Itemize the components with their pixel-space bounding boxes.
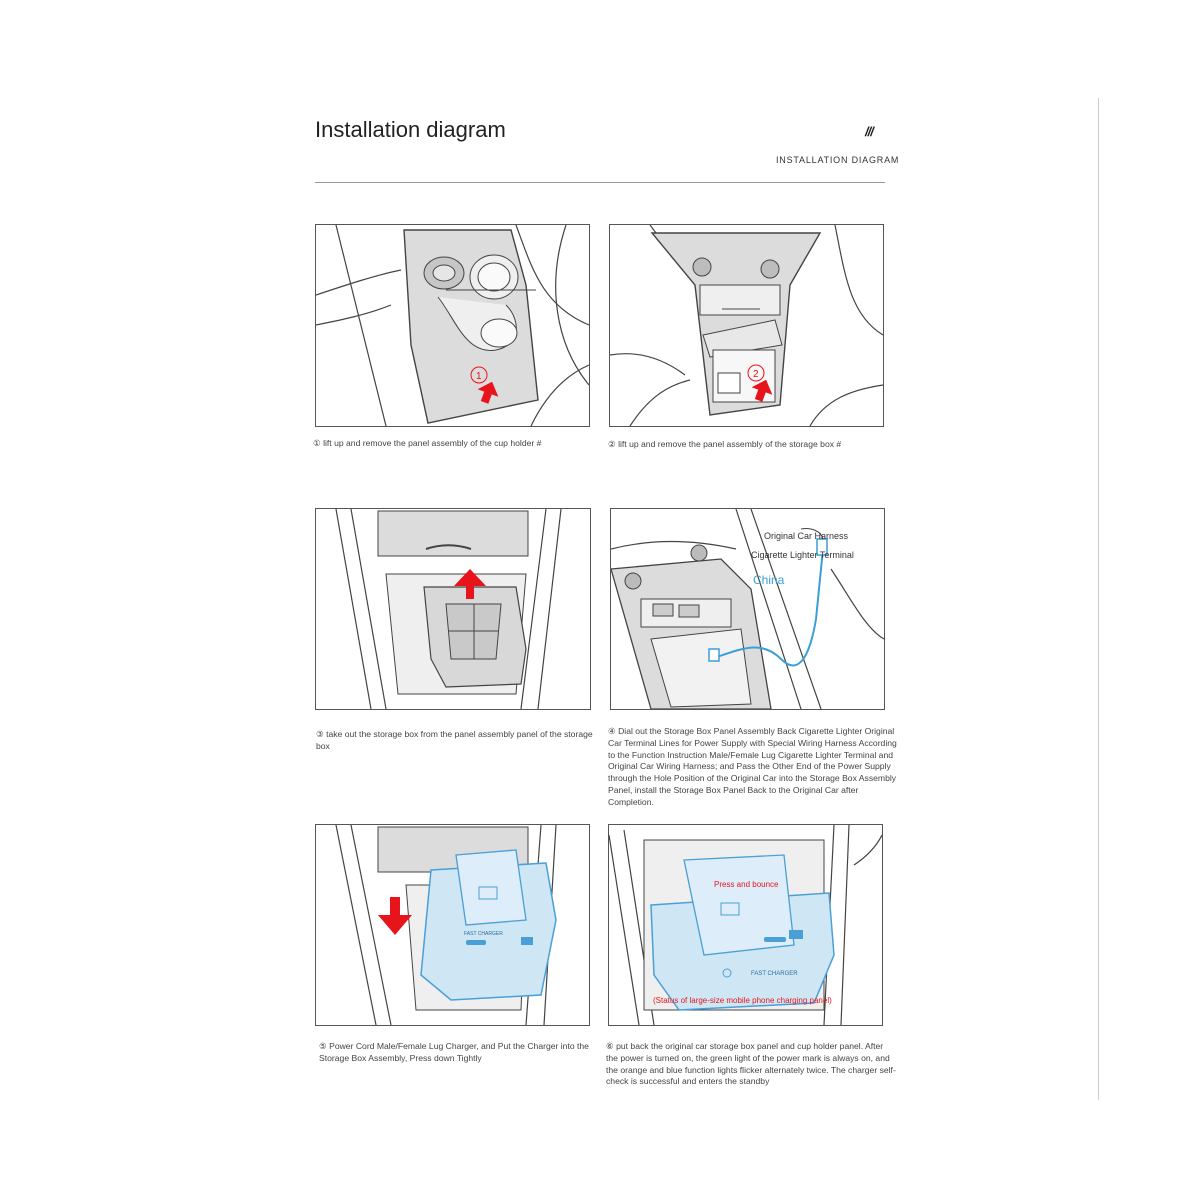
callout-original-harness: Original Car Harness <box>764 531 849 541</box>
step-1-arrow <box>477 381 499 404</box>
step-2-drawing: 2 <box>610 225 883 426</box>
step-3-illustration <box>315 508 591 710</box>
callout-status-panel: (Status of large-size mobile phone charg… <box>653 996 832 1005</box>
step-4-illustration: Original Car Harness Cigarette Lighter T… <box>610 508 885 710</box>
step-1-drawing: 1 <box>316 225 589 426</box>
step-4-drawing: Original Car Harness Cigarette Lighter T… <box>611 509 884 709</box>
step-5-illustration: FAST CHARGER <box>315 824 590 1026</box>
step-3-arrow <box>454 569 486 599</box>
step-5-arrow <box>378 897 412 935</box>
step-3-caption: ③ take out the storage box from the pane… <box>316 729 593 751</box>
step-6-caption: ⑥ put back the original car storage box … <box>606 1041 896 1087</box>
callout-cigarette-terminal: Cigarette Lighter Terminal <box>751 550 854 560</box>
step-6-charger-label: FAST CHARGER <box>751 971 798 977</box>
step-5-caption: ⑤ Power Cord Male/Female Lug Charger, an… <box>319 1041 589 1063</box>
page-title: Installation diagram <box>315 117 506 142</box>
header-divider <box>315 182 885 183</box>
step-2-illustration: 2 <box>609 224 884 427</box>
step-4-caption: ④ Dial out the Storage Box Panel Assembl… <box>608 726 897 807</box>
step-2-arrow <box>751 379 773 402</box>
step-5-drawing: FAST CHARGER <box>335 825 557 1025</box>
right-border-rule <box>1098 98 1099 1100</box>
callout-press-bounce: Press and bounce <box>714 880 779 889</box>
step-3-drawing <box>335 509 562 709</box>
step-5-charger-label: FAST CHARGER <box>464 931 503 937</box>
page-subtitle: INSTALLATION DIAGRAM <box>776 155 900 165</box>
step-2-caption: ② lift up and remove the panel assembly … <box>608 439 842 449</box>
svg-text:2: 2 <box>753 369 759 380</box>
step-1-caption: ① lift up and remove the panel assembly … <box>313 438 542 448</box>
step-6-illustration: Press and bounce FAST CHARGER (Status of… <box>608 824 883 1026</box>
callout-china: China <box>753 573 785 587</box>
step-6-drawing: Press and bounce FAST CHARGER (Status of… <box>609 825 882 1025</box>
svg-text:1: 1 <box>476 371 482 382</box>
step-1-illustration: 1 <box>315 224 590 427</box>
header-mark: /// <box>865 124 874 139</box>
